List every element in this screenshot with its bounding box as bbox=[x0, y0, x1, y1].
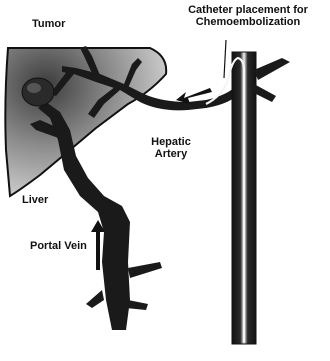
tumor-texture bbox=[27, 83, 41, 93]
catheter-pointer bbox=[224, 40, 226, 78]
tumor-label: Tumor bbox=[32, 18, 65, 30]
portal-vein-branch-left bbox=[86, 290, 104, 308]
portal-vein-label: Portal Vein bbox=[30, 240, 87, 252]
portal-vein-branch-low bbox=[126, 300, 148, 310]
hepatic-artery-label-line1: Hepatic bbox=[146, 136, 196, 148]
liver-label: Liver bbox=[22, 194, 48, 206]
portal-vein-branch-right bbox=[128, 262, 162, 278]
catheter-label-line2: Chemoembolization bbox=[167, 16, 329, 28]
hepatic-artery-label: Hepatic Artery bbox=[146, 136, 196, 160]
catheter-label-line1: Catheter placement for bbox=[167, 4, 329, 16]
hepatic-artery-label-line2: Artery bbox=[146, 148, 196, 160]
celiac-branch-right bbox=[254, 58, 290, 80]
catheter-label: Catheter placement for Chemoembolization bbox=[167, 4, 329, 28]
liver-shape bbox=[5, 48, 166, 196]
